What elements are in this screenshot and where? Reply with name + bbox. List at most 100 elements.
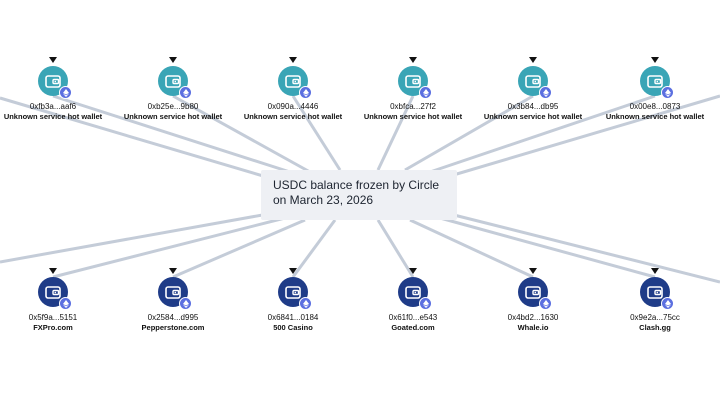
wallet-circle[interactable] [278, 277, 312, 310]
caret-down-icon[interactable] [169, 57, 177, 63]
wallet-circle[interactable] [640, 66, 674, 99]
wallet-circle[interactable] [158, 66, 192, 99]
edge-top-5 [429, 94, 656, 174]
wallet-icon [45, 74, 61, 88]
wallet-circle[interactable] [398, 277, 432, 310]
wallet-label: 500 Casino [273, 323, 313, 332]
caret-down-icon[interactable] [289, 268, 297, 274]
wallet-icon [45, 285, 61, 299]
wallet-icon [285, 74, 301, 88]
wallet-label: Unknown service hot wallet [483, 112, 583, 121]
edge-bottom-4 [409, 218, 534, 279]
wallet-label: Unknown service hot wallet [3, 112, 103, 121]
wallet-circle[interactable] [38, 66, 72, 99]
ethereum-icon [182, 299, 189, 308]
wallet-circle[interactable] [518, 66, 552, 99]
ethereum-icon [664, 299, 671, 308]
caret-down-icon[interactable] [651, 268, 659, 274]
wallet-icon [285, 285, 301, 299]
wallet-label: Goated.com [391, 323, 435, 332]
wallet-circle[interactable] [640, 277, 674, 310]
ethereum-icon [422, 299, 429, 308]
note-line-2: on March 23, 2026 [273, 193, 374, 207]
ethereum-icon [62, 299, 69, 308]
ethereum-badge [59, 297, 72, 310]
wallet-address: 0x00e8...0873 [629, 102, 681, 111]
edge-offscreen-bottom-right [449, 212, 720, 284]
ethereum-icon [542, 299, 549, 308]
wallet-address: 0x61f0...e543 [388, 313, 438, 322]
wallet-address: 0x6841...0184 [267, 313, 319, 322]
wallet-icon [525, 74, 541, 88]
edge-top-0 [52, 94, 291, 174]
caret-down-icon[interactable] [529, 57, 537, 63]
wallet-icon [525, 285, 541, 299]
edge-top-2 [291, 95, 342, 171]
wallet-label: Unknown service hot wallet [123, 112, 223, 121]
ethereum-badge [419, 86, 432, 99]
ethereum-badge [179, 86, 192, 99]
caret-down-icon[interactable] [169, 268, 177, 274]
wallet-address: 0x9e2a...75cc [630, 313, 680, 322]
caret-down-icon[interactable] [409, 57, 417, 63]
ethereum-badge [299, 297, 312, 310]
ethereum-icon [542, 88, 549, 97]
wallet-address: 0x5f9a...5151 [28, 313, 78, 322]
wallet-circle[interactable] [38, 277, 72, 310]
frozen-balance-note: USDC balance frozen by Circle on March 2… [261, 170, 457, 220]
wallet-icon [405, 285, 421, 299]
wallet-label: Unknown service hot wallet [363, 112, 463, 121]
wallet-label: Whale.io [517, 323, 549, 332]
edge-top-3 [376, 95, 415, 171]
ethereum-icon [62, 88, 69, 97]
wallet-circle[interactable] [518, 277, 552, 310]
wallet-icon [647, 74, 663, 88]
wallet-address: 0x2584...d995 [147, 313, 199, 322]
caret-down-icon[interactable] [49, 57, 57, 63]
wallet-label: Clash.gg [639, 323, 671, 332]
wallet-address: 0x090a...4446 [267, 102, 319, 111]
caret-down-icon[interactable] [529, 268, 537, 274]
wallet-circle[interactable] [278, 66, 312, 99]
wallet-icon [647, 285, 663, 299]
caret-down-icon[interactable] [49, 268, 57, 274]
edge-offscreen-top-left [0, 96, 271, 180]
edge-top-4 [404, 94, 534, 172]
ethereum-badge [59, 86, 72, 99]
edge-bottom-1 [172, 218, 306, 279]
wallet-address: 0xbfca...27f2 [390, 102, 436, 111]
wallet-address: 0xb25e...9b80 [147, 102, 199, 111]
edge-top-1 [172, 94, 311, 174]
wallet-circle[interactable] [158, 277, 192, 310]
caret-down-icon[interactable] [409, 268, 417, 274]
wallet-label: Unknown service hot wallet [243, 112, 343, 121]
wallet-icon [405, 74, 421, 88]
wallet-address: 0xfb3a...aaf6 [29, 102, 77, 111]
wallet-label: FXPro.com [33, 323, 73, 332]
ethereum-icon [664, 88, 671, 97]
caret-down-icon[interactable] [289, 57, 297, 63]
wallet-icon [165, 285, 181, 299]
ethereum-badge [179, 297, 192, 310]
edge-bottom-5 [439, 216, 656, 279]
ethereum-icon [302, 88, 309, 97]
wallet-address: 0x4bd2...1630 [507, 313, 559, 322]
ethereum-badge [661, 297, 674, 310]
edge-bottom-2 [291, 219, 337, 278]
wallet-circle[interactable] [398, 66, 432, 99]
caret-down-icon[interactable] [651, 57, 659, 63]
